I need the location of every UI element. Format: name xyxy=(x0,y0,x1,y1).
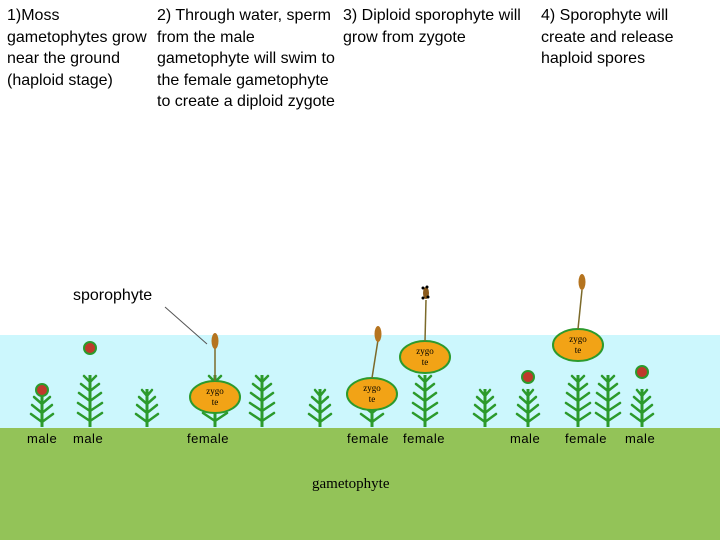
zygote-label-bottom: te xyxy=(422,357,429,367)
female-gametophyte-with-sporophyte: zygo te xyxy=(346,326,398,429)
sporophyte-stalk xyxy=(371,339,379,379)
male-gametophyte xyxy=(515,370,541,429)
spore xyxy=(425,285,429,289)
spore xyxy=(426,295,430,299)
male-label: male xyxy=(625,431,656,446)
male-label: male xyxy=(73,431,104,446)
male-head xyxy=(635,365,649,379)
female-label: female xyxy=(565,431,608,446)
male-label: male xyxy=(27,431,58,446)
female-gametophyte-with-sporophyte: zygo te xyxy=(189,333,241,429)
male-gametophyte xyxy=(76,341,104,429)
step-3-text: 3) Diploid sporophyte will grow from zyg… xyxy=(343,7,521,46)
female-label: female xyxy=(403,431,446,446)
sporophyte-label: sporophyte xyxy=(73,287,153,304)
zygote-label-bottom: te xyxy=(212,397,219,407)
female-gametophyte-with-sporophyte: zygo te xyxy=(552,274,604,429)
female-label: female xyxy=(187,431,230,446)
zygote-label-top: zygo xyxy=(363,383,381,393)
zygote-label-top: zygo xyxy=(206,386,224,396)
sporophyte-stalk xyxy=(424,299,427,342)
sporophyte-pointer-line xyxy=(164,306,208,345)
zygote-label-top: zygo xyxy=(416,346,434,356)
step-1-text: 1)Moss gametophytes grow near the ground… xyxy=(7,7,147,89)
female-gametophyte-with-sporophyte: zygo te xyxy=(399,285,451,429)
sporophyte-capsule xyxy=(211,333,219,349)
sporophyte-stalk xyxy=(577,289,583,330)
spore xyxy=(421,296,425,300)
step-4-text: 4) Sporophyte will create and release ha… xyxy=(541,7,674,67)
spore xyxy=(421,286,425,290)
step-2-text: 2) Through water, sperm from the male ga… xyxy=(157,7,335,110)
male-head xyxy=(35,383,49,397)
male-gametophyte xyxy=(29,383,55,429)
zygote-label-bottom: te xyxy=(369,394,376,404)
ground-layer xyxy=(0,428,720,540)
male-gametophyte xyxy=(629,365,655,429)
female-label: female xyxy=(347,431,390,446)
male-head xyxy=(521,370,535,384)
male-head xyxy=(83,341,97,355)
male-label: male xyxy=(510,431,541,446)
sporophyte-capsule xyxy=(578,274,586,290)
zygote-label-bottom: te xyxy=(575,345,582,355)
sporophyte-capsule xyxy=(374,326,382,342)
zygote-label-top: zygo xyxy=(569,334,587,344)
gametophyte-label: gametophyte xyxy=(312,476,390,492)
